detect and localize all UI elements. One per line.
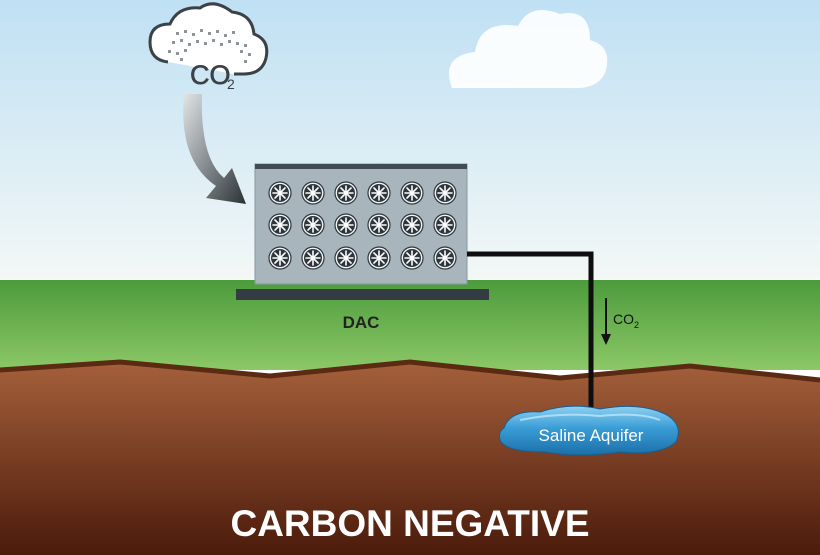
curved-arrow-icon xyxy=(183,94,246,204)
co2-pipe xyxy=(467,251,594,416)
footer-title: CARBON NEGATIVE xyxy=(230,503,589,544)
fan-icon xyxy=(268,246,292,270)
dac-top-bar xyxy=(255,164,467,169)
soil-boundary xyxy=(0,359,820,383)
fan-icon xyxy=(334,213,358,237)
flow-co2-subscript: 2 xyxy=(634,320,639,330)
saline-aquifer xyxy=(499,405,679,456)
fan-icon xyxy=(433,213,457,237)
dac-label: DAC xyxy=(343,313,380,332)
fan-icon xyxy=(367,213,391,237)
flow-co2-label: CO xyxy=(613,311,634,327)
fan-icon xyxy=(367,181,391,205)
cloud-co2-label: CO xyxy=(190,60,231,90)
down-arrow-icon xyxy=(601,298,611,345)
fan-icon xyxy=(433,181,457,205)
fan-icon xyxy=(268,213,292,237)
fan-icon xyxy=(268,181,292,205)
dac-base xyxy=(236,289,489,300)
co2-cloud-icon: CO 2 xyxy=(148,2,269,92)
fan-icon xyxy=(400,181,424,205)
fan-icon xyxy=(367,246,391,270)
fan-icon xyxy=(301,213,325,237)
dac-unit xyxy=(236,163,489,300)
fan-icon xyxy=(301,246,325,270)
background-cloud xyxy=(448,10,608,89)
cloud-co2-subscript: 2 xyxy=(227,76,235,92)
fan-icon xyxy=(301,181,325,205)
fan-icon xyxy=(400,246,424,270)
fan-icon xyxy=(433,246,457,270)
aquifer-label: Saline Aquifer xyxy=(539,426,644,445)
fan-icon xyxy=(334,246,358,270)
fan-icon xyxy=(400,213,424,237)
fan-icon xyxy=(334,181,358,205)
